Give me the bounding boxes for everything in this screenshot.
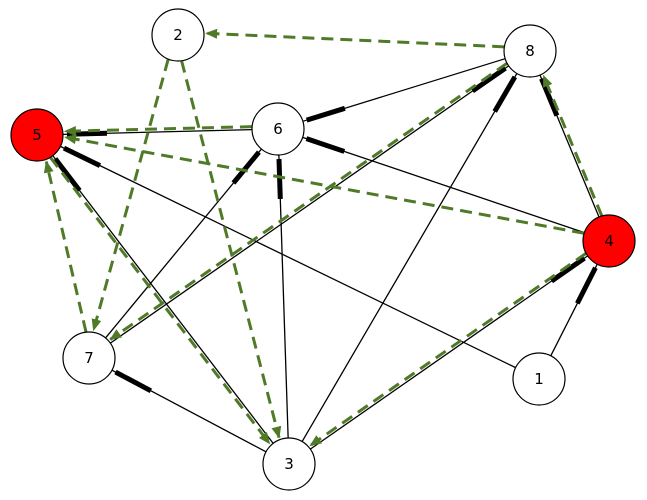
edge-5-3 [52,155,274,444]
edge-emphasis-4-1 [575,266,598,305]
edge-emphasis-8-3 [492,75,518,113]
edge-emphasis-8-7 [471,66,507,94]
node-circle-5 [10,108,64,162]
edge-emphasis-8-4 [539,77,560,117]
edge-emphasis-4-3 [550,256,586,284]
node-5: 5 [10,108,64,162]
nodes-layer: 1 2 3 4 5 6 7 8 [10,8,636,491]
node-4: 4 [582,214,636,268]
edge-emphasis-6-4 [305,136,346,154]
arrow-4-to-5 [64,134,585,235]
edge-4-3 [309,255,589,450]
arrow-4-to-8 [542,74,604,217]
node-7: 7 [62,331,116,385]
edge-emphasis-5-3 [53,157,82,193]
node-label-6: 6 [273,120,283,138]
arrow-7-to-5 [43,160,88,333]
arrows-layer [43,28,604,447]
node-1: 1 [512,352,566,406]
node-label-7: 7 [84,349,94,367]
node-2: 2 [151,8,205,62]
node-circle-1 [512,352,566,406]
edge-emphasis-7-3 [114,369,153,393]
node-label-4: 4 [604,232,614,250]
node-circle-2 [151,8,205,62]
node-6: 6 [251,102,305,156]
edges-layer [52,58,600,453]
node-8: 8 [503,24,557,78]
arrow-6-to-5 [63,125,252,137]
node-circle-3 [262,437,316,491]
arrow-2-to-3 [180,60,282,439]
edge-emphasis-6-8 [305,105,346,123]
edge-emphasis-5-6 [66,130,108,137]
arrow-8-to-2 [205,28,505,49]
node-label-3: 3 [284,455,294,473]
node-circle-8 [503,24,557,78]
edge-emphasis-6-7 [231,150,261,185]
edge-5-1 [60,145,516,369]
node-label-2: 2 [173,26,183,44]
arrow-4-to-3 [309,252,587,447]
arrow-2-to-7 [91,58,170,332]
node-circle-4 [582,214,636,268]
node-label-8: 8 [525,42,535,60]
node-circle-7 [62,331,116,385]
edge-emphasis-5-1 [62,145,102,168]
node-label-1: 1 [534,370,544,388]
edge-8-3 [301,73,518,442]
arrow-8-to-7 [109,62,508,341]
node-label-5: 5 [32,126,42,144]
edge-6-4 [302,136,585,234]
edge-8-7 [109,65,510,344]
edge-emphasis-6-3 [276,158,283,200]
node-3: 3 [262,437,316,491]
edge-6-3 [278,154,289,439]
node-circle-6 [251,102,305,156]
arrow-5-to-3 [49,156,271,445]
